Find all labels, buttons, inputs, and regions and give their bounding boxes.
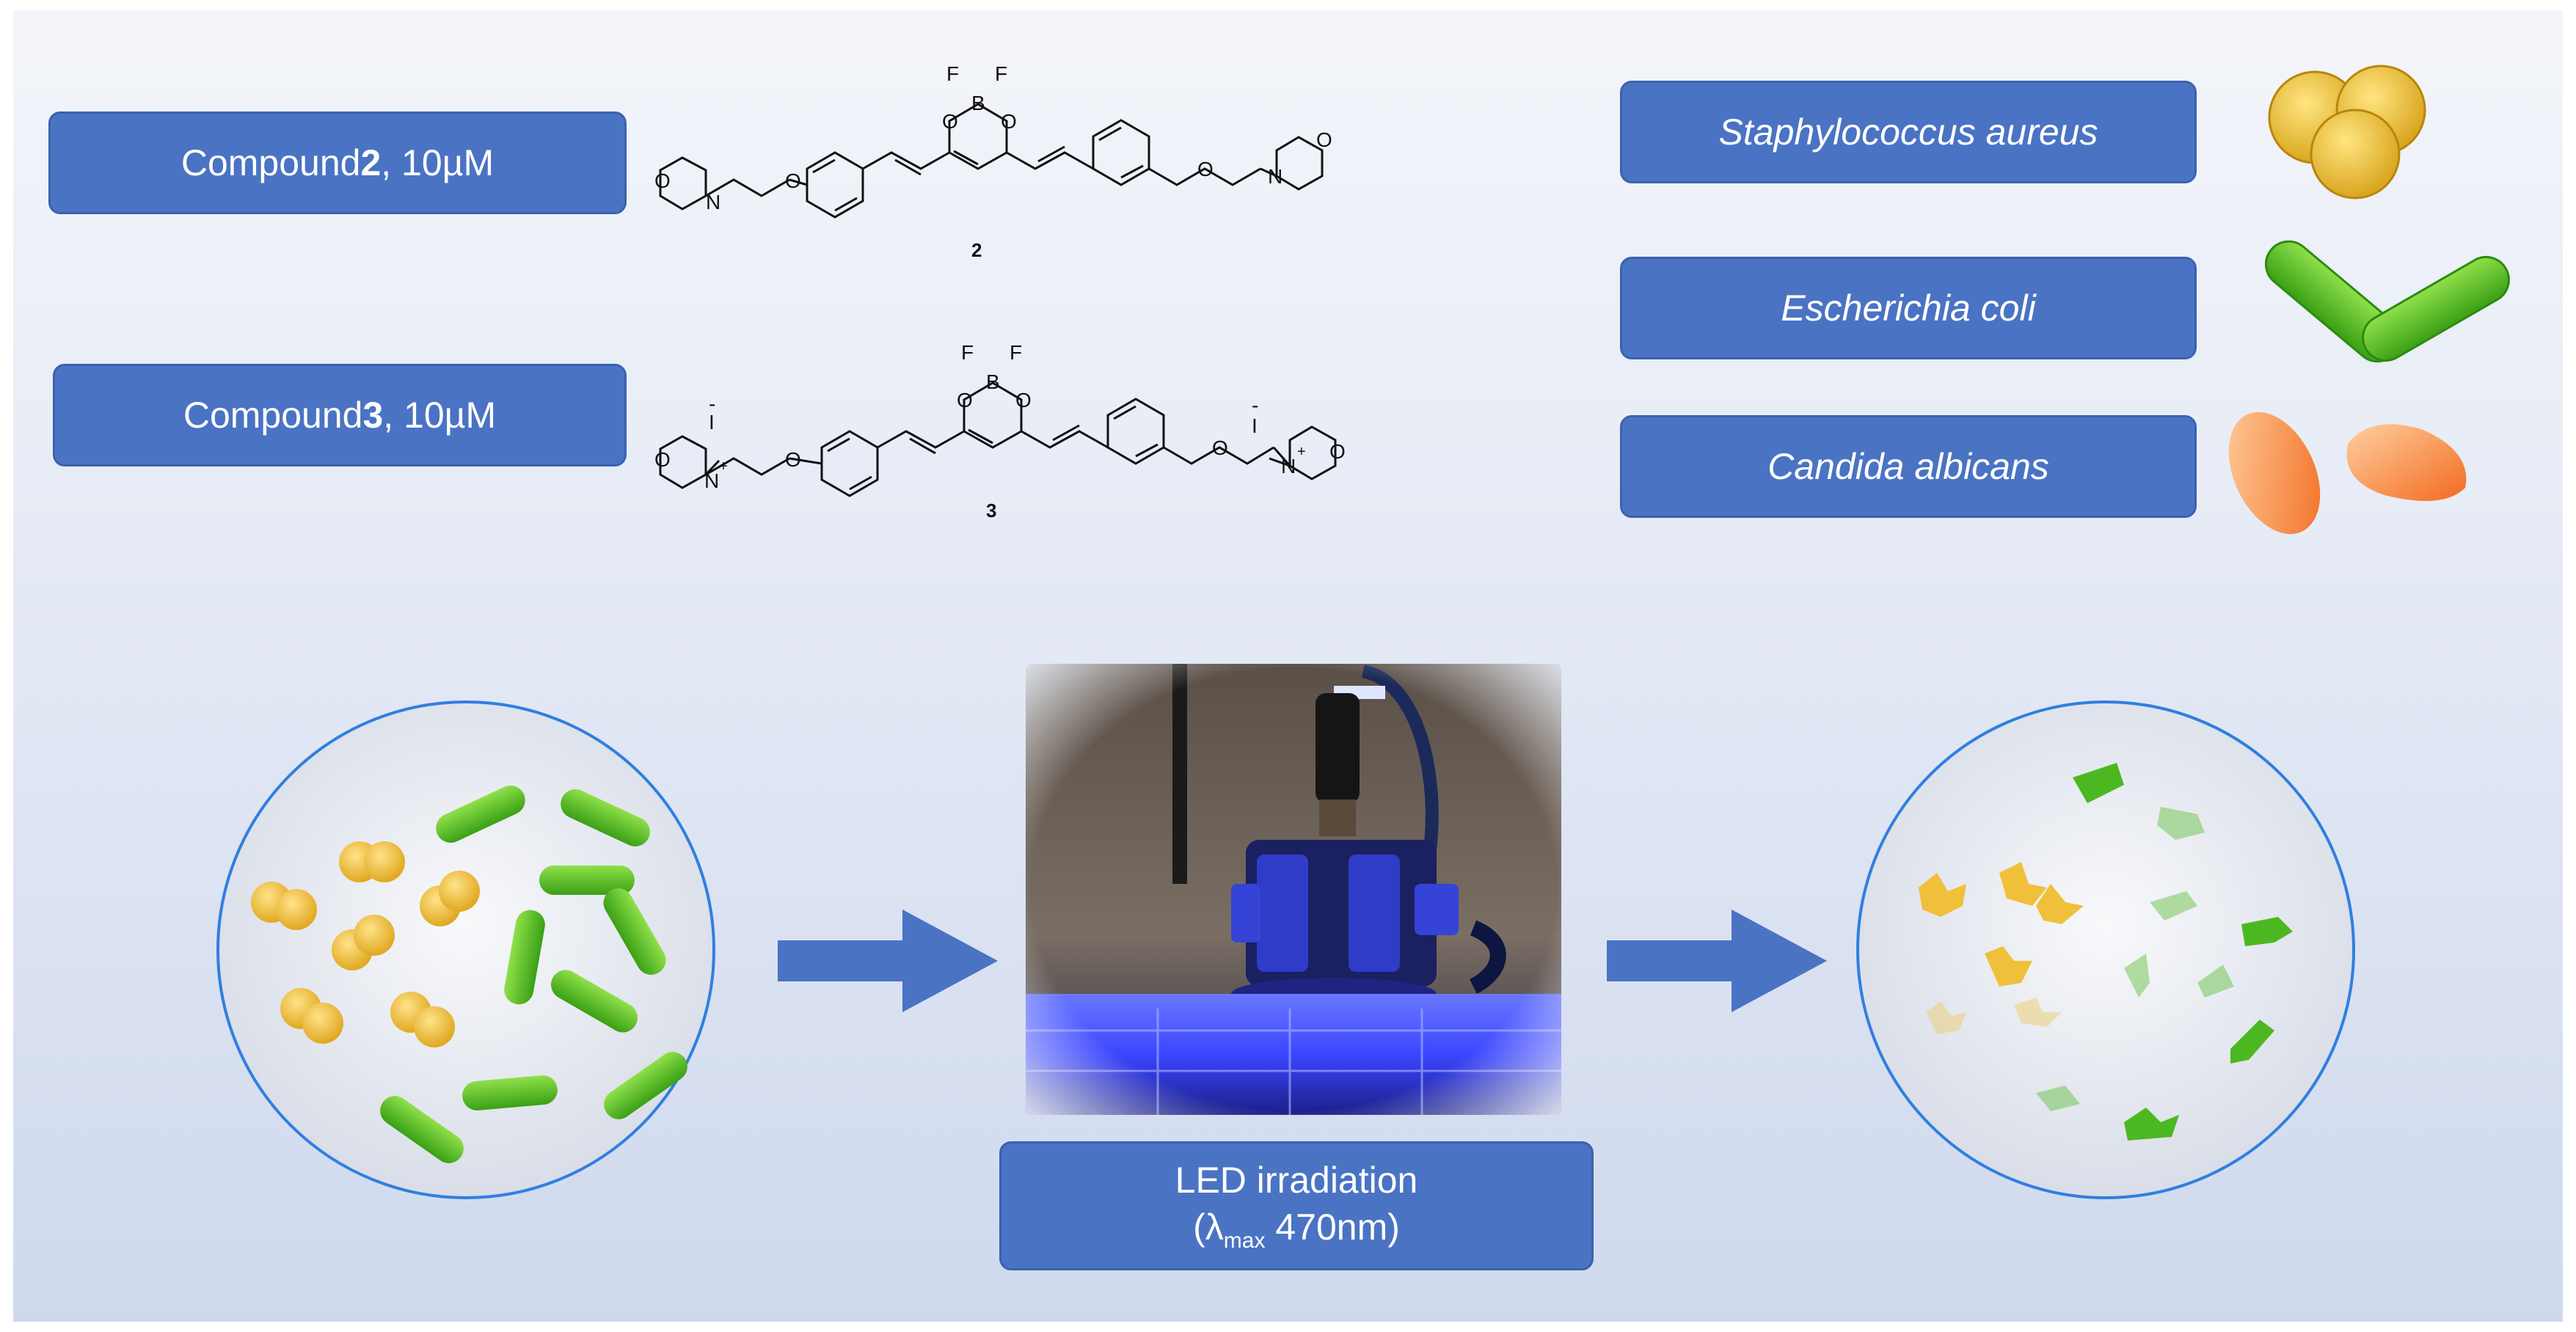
organism-candida-label: Candida albicans	[1620, 415, 2197, 518]
arrow-right-icon	[778, 910, 998, 1012]
atom-b: B	[971, 92, 985, 114]
atom-o: O	[957, 389, 973, 411]
organism-name: Candida albicans	[1767, 446, 2049, 487]
compound-number-3: 3	[986, 500, 996, 522]
wavelength-value: 470nm)	[1265, 1206, 1400, 1248]
compound-number-2: 2	[971, 239, 982, 261]
charge-plus: +	[1297, 444, 1306, 460]
led-setup-photo	[1026, 664, 1561, 1115]
atom-f: F	[961, 341, 974, 364]
led-irradiation-label: LED irradiation (λmax 470nm)	[999, 1141, 1594, 1270]
organism-staphylococcus-label: Staphylococcus aureus	[1620, 81, 2197, 183]
atom-f: F	[946, 62, 959, 85]
staphylococcus-icon	[2268, 65, 2426, 200]
organism-name: Escherichia coli	[1781, 288, 2036, 329]
charge-plus: +	[719, 458, 728, 475]
lambda-subscript: max	[1223, 1228, 1266, 1253]
atom-n: N	[706, 191, 720, 213]
compound-2-number: 2	[360, 142, 382, 183]
compound-3-concentration: , 10µM	[383, 395, 497, 436]
charge-minus: -	[1252, 394, 1258, 417]
compound-3-number: 3	[362, 395, 384, 436]
atom-o: O	[785, 448, 801, 471]
lambda: (λ	[1193, 1206, 1224, 1248]
atom-n: N	[1268, 165, 1282, 188]
atom-o: O	[1197, 158, 1214, 180]
candida-icon	[2228, 411, 2467, 535]
arrow-right-icon	[1607, 910, 1827, 1012]
atom-o: O	[785, 169, 801, 192]
atom-o: O	[654, 169, 671, 192]
untreated-culture-circle	[216, 700, 715, 1199]
atom-n-plus: N	[704, 469, 719, 492]
atom-o: O	[942, 110, 958, 133]
atom-b: B	[986, 370, 1000, 393]
atom-o: O	[1001, 110, 1017, 133]
ecoli-icon	[2264, 240, 2510, 363]
structure-compound-2: O N O O O B F F O N O 2	[654, 62, 1332, 261]
atom-o: O	[654, 448, 671, 471]
organism-ecoli-label: Escherichia coli	[1620, 257, 2197, 359]
compound-3-prefix: Compound	[183, 395, 363, 436]
compound-2-concentration: , 10µM	[381, 142, 495, 183]
charge-minus: -	[709, 392, 715, 415]
atom-n-plus: N	[1281, 455, 1296, 477]
atom-o: O	[1212, 436, 1228, 459]
atom-o: O	[1316, 128, 1332, 151]
compound-2-prefix: Compound	[180, 142, 361, 183]
atom-f: F	[1010, 341, 1022, 364]
treated-culture-circle	[1856, 700, 2355, 1199]
compound-2-label: Compound 2 , 10µM	[48, 111, 627, 214]
atom-f: F	[995, 62, 1007, 85]
iodide-i: I	[1252, 414, 1258, 437]
led-title: LED irradiation	[1175, 1159, 1418, 1201]
led-wavelength: (λmax 470nm)	[1193, 1204, 1400, 1255]
iodide-i: I	[709, 411, 715, 433]
atom-o: O	[1015, 389, 1032, 411]
organism-name: Staphylococcus aureus	[1718, 111, 2098, 153]
structure-compound-3: O N + I - O O O B F F O N + I - O 3	[654, 341, 1346, 522]
atom-o: O	[1329, 440, 1346, 463]
compound-3-label: Compound 3 , 10µM	[53, 364, 627, 466]
